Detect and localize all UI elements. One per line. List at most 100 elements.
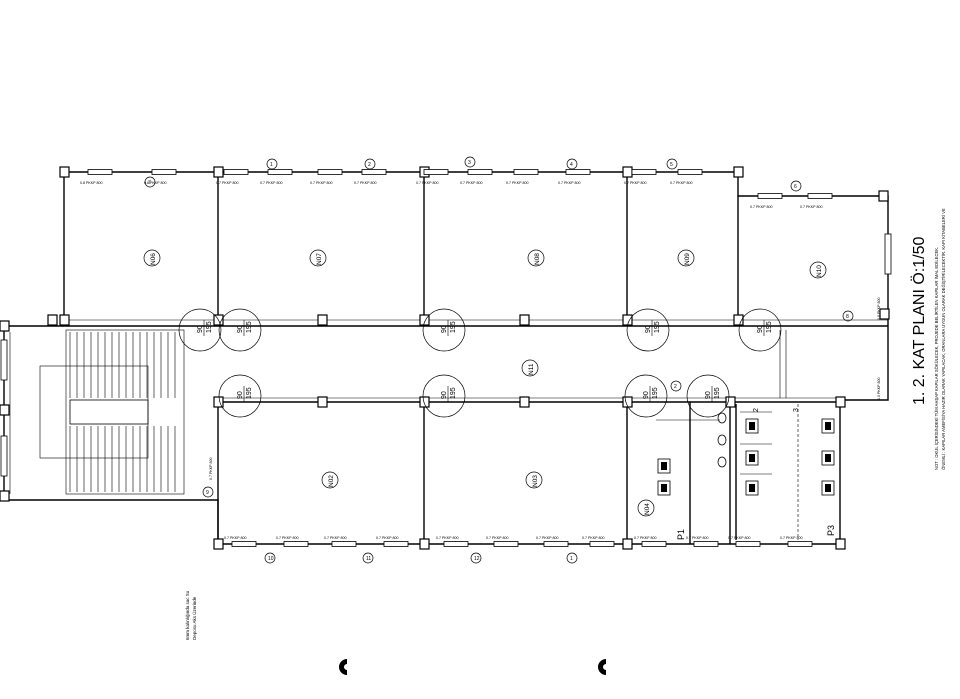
window <box>467 169 493 175</box>
window <box>283 541 309 547</box>
sink <box>717 434 727 446</box>
column <box>519 314 530 326</box>
plan-title: 1. 2. KAT PLANI Ö:1/50 <box>910 237 928 405</box>
window <box>443 541 469 547</box>
door-tag-width: 90 <box>645 325 652 333</box>
grid-tag-label: 4 <box>570 162 573 168</box>
corridor-walls <box>64 319 888 403</box>
grid-tag-circle <box>470 552 482 564</box>
toilet-seat <box>661 484 667 492</box>
window-label: 0.7 PKKP 800 <box>324 536 347 540</box>
door-tag-width: 90 <box>705 391 712 399</box>
grid-tag-label: 5 <box>670 162 673 168</box>
room-tag-label: N03 <box>532 475 539 487</box>
door-tag-height: 195 <box>652 387 659 399</box>
window-label: 0.7 PKKP 800 <box>224 536 247 540</box>
window-label: 0.7 PKKP 800 <box>780 536 803 540</box>
column <box>419 538 430 550</box>
column <box>419 314 430 326</box>
door-swing-circle <box>686 374 730 418</box>
grid-tag-circle <box>266 158 278 170</box>
grid-tag-circle <box>362 552 374 564</box>
window <box>361 169 387 175</box>
grid-tag-label: 8 <box>846 314 849 320</box>
window <box>0 339 8 381</box>
window-label: 0.7 PKKP 800 <box>486 536 509 540</box>
window <box>0 435 8 477</box>
window-label: 0.7 PKKP 800 <box>216 181 239 185</box>
window-label: 0.7 PKKP 800 <box>686 536 709 540</box>
window <box>641 541 667 547</box>
column <box>213 396 224 408</box>
window-label: 0.8 PKKP 800 <box>80 181 103 185</box>
column <box>879 308 890 320</box>
grid-tag-circle <box>464 156 476 168</box>
room-tag-label: N02 <box>328 475 335 487</box>
window <box>331 541 357 547</box>
partition-3: 3 <box>793 408 800 412</box>
column <box>519 396 530 408</box>
door-swing-circle <box>738 308 782 352</box>
door-tag-height: 195 <box>766 321 773 333</box>
sink <box>717 412 727 424</box>
window <box>87 169 113 175</box>
window <box>757 193 783 199</box>
column <box>733 314 744 326</box>
grid-tag-circle <box>842 310 854 322</box>
door-tag-height: 195 <box>206 321 213 333</box>
window-label: 0.7 PKKP 800 <box>624 181 647 185</box>
column <box>59 166 70 178</box>
window <box>543 541 569 547</box>
door-tag-height: 195 <box>450 387 457 399</box>
column <box>622 396 633 408</box>
window-label: 0.7 PKKP 800 <box>750 205 773 209</box>
column <box>835 538 846 550</box>
window <box>423 169 449 175</box>
grid-tag-label: 9 <box>206 490 209 496</box>
window-label: 0.7 PKKP 800 <box>260 181 283 185</box>
window-label: 0.7 PKKP 800 <box>558 181 581 185</box>
grid-tag-label: 1 <box>270 162 273 168</box>
grid-tag-label: 11 <box>366 556 371 562</box>
staircase <box>39 329 185 495</box>
window-label: 0.7 PKKP 800 <box>310 181 333 185</box>
column <box>0 490 10 502</box>
window <box>787 541 813 547</box>
room-tag-label: N07 <box>316 253 323 265</box>
window <box>631 169 657 175</box>
grid-tag-label: 10 <box>268 556 274 562</box>
window <box>267 169 293 175</box>
grid-tag-circle <box>364 158 376 170</box>
window <box>383 541 409 547</box>
toilet-seat <box>661 462 667 470</box>
window-label: 0.7 PKKP 800 <box>506 181 529 185</box>
room-tag-label: N11 <box>528 363 535 375</box>
grid-tag-circle <box>670 380 682 392</box>
door-tag-height: 195 <box>246 321 253 333</box>
window-label: 0.7 PKKP 800 <box>728 536 751 540</box>
column <box>733 166 744 178</box>
column <box>317 314 328 326</box>
room-partitions <box>217 172 739 544</box>
window <box>565 169 591 175</box>
column <box>0 404 10 416</box>
side-note-1: 6mm kalınlığında sac Su <box>185 590 190 640</box>
window <box>223 169 249 175</box>
door-tag-width: 90 <box>197 325 204 333</box>
room-tag-circle <box>321 471 339 489</box>
window-label: 0.7 PKKP 800 <box>436 536 459 540</box>
room-tag-circle <box>521 359 539 377</box>
room-tag-circle <box>143 249 161 267</box>
column <box>725 396 736 408</box>
room-tag-circle <box>525 471 543 489</box>
room-tag-label: N09 <box>684 253 691 265</box>
